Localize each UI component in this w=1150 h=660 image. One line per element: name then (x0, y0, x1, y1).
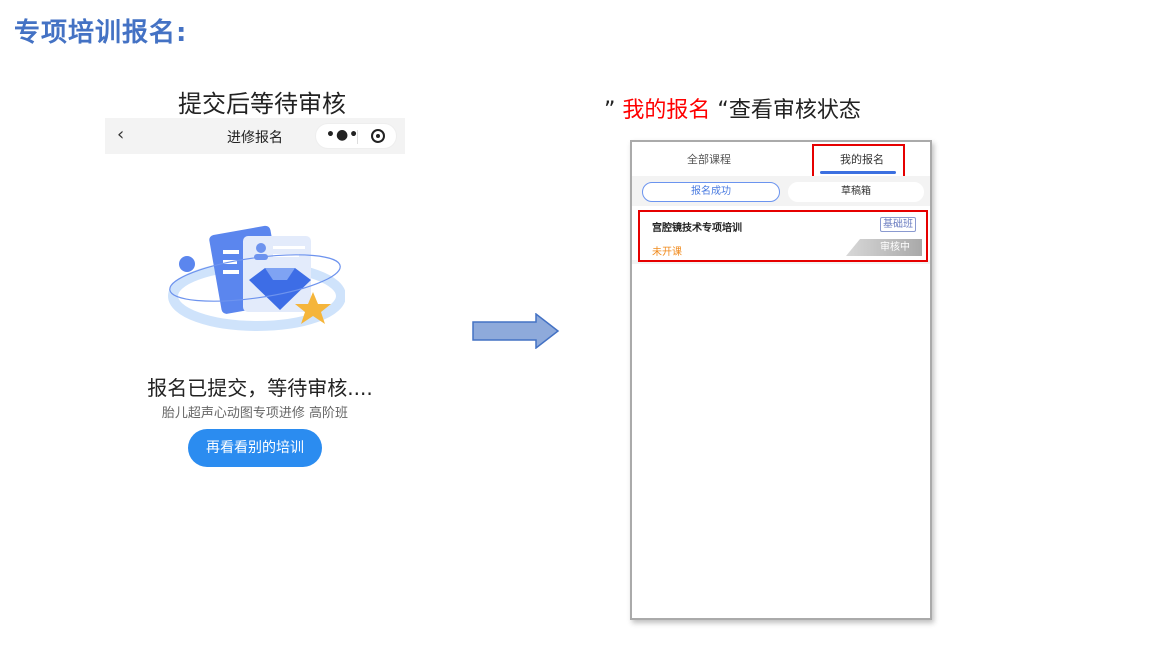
highlight-box-card (638, 210, 928, 262)
caption-highlight: 我的报名 (622, 98, 711, 123)
mini-program-navbar: ‹ 进修报名 •●• (105, 118, 405, 154)
highlight-box-tab (812, 144, 905, 178)
active-tab-indicator (820, 171, 896, 174)
capsule-menu: •●• (315, 123, 397, 149)
sub-tabs: 报名成功 草稿箱 (632, 176, 930, 206)
more-icon[interactable]: •●• (326, 127, 360, 143)
card-title: 宫腔镜技术专项培训 (652, 223, 742, 234)
course-name: 胎儿超声心动图专项进修 高阶班 (161, 406, 349, 421)
registration-card[interactable]: 宫腔镜技术专项培训 基础班 未开课 审核中 (632, 206, 930, 264)
tab-my-registrations[interactable]: 我的报名 (840, 153, 884, 166)
main-tabs: 全部课程 我的报名 (632, 142, 930, 176)
left-caption: 提交后等待审核 (178, 90, 346, 118)
right-arrow-icon (472, 313, 560, 349)
class-level-badge: 基础班 (880, 217, 916, 232)
capsule-divider (357, 130, 358, 144)
audit-status-badge: 审核中 (846, 239, 922, 256)
navbar-title: 进修报名 (227, 130, 283, 146)
submitted-illustration-icon (168, 225, 345, 331)
submitted-message: 报名已提交，等待审核.... (147, 376, 373, 400)
slide-title: 专项培训报名: (14, 18, 188, 48)
subtab-success[interactable]: 报名成功 (642, 182, 780, 202)
subtab-drafts[interactable]: 草稿箱 (788, 182, 924, 202)
open-quote: ” (604, 98, 616, 123)
right-caption: ” 我的报名 “查看审核状态 (604, 92, 861, 124)
tab-all-courses[interactable]: 全部课程 (687, 153, 731, 166)
back-icon[interactable]: ‹ (117, 124, 125, 145)
close-target-icon[interactable] (371, 129, 385, 143)
browse-other-trainings-button[interactable]: 再看看别的培训 (188, 429, 322, 467)
my-registrations-screen: 全部课程 我的报名 报名成功 草稿箱 宫腔镜技术专项培训 基础班 未开课 审核中 (630, 140, 932, 620)
course-status: 未开课 (652, 247, 682, 258)
caption-rest: “查看审核状态 (717, 98, 861, 123)
